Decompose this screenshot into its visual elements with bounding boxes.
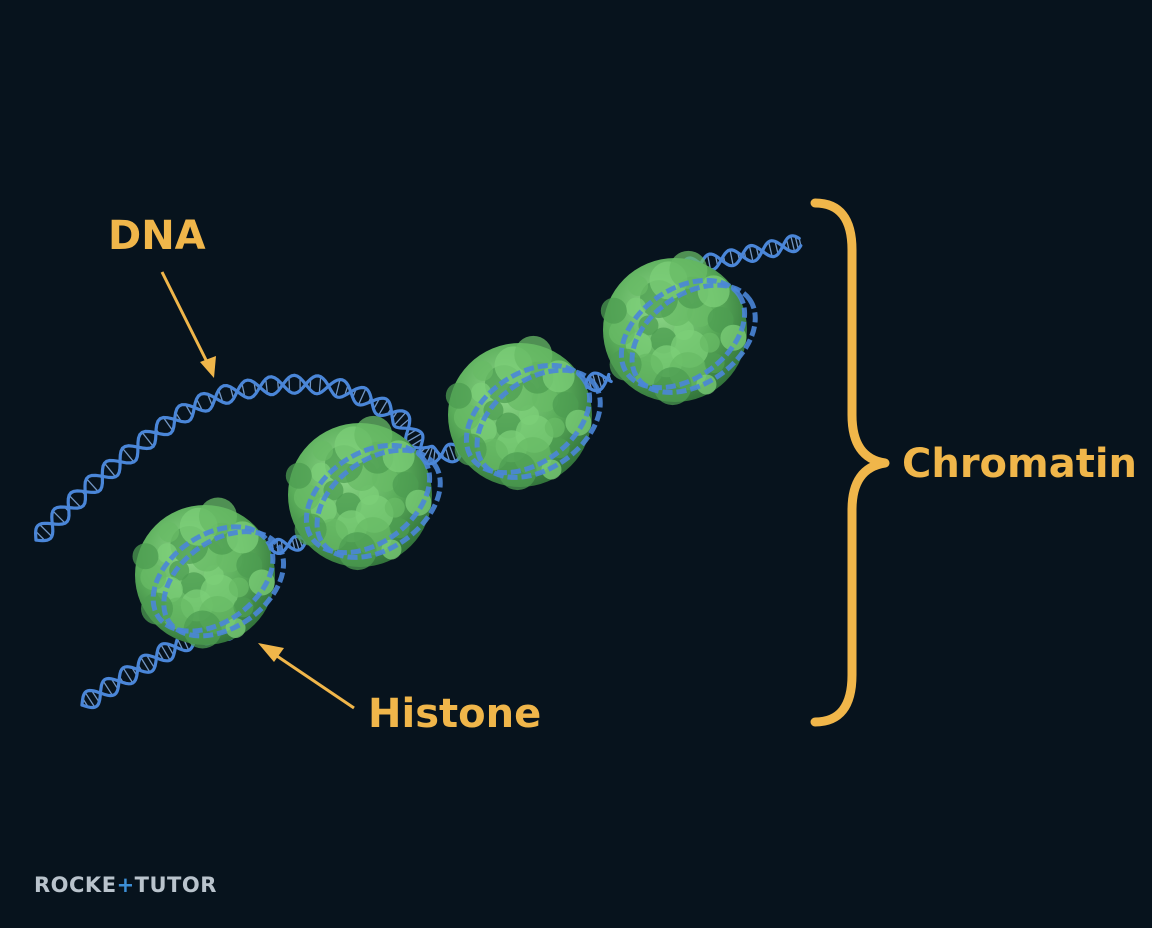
histone-texture bbox=[313, 440, 334, 461]
dna-base-pair bbox=[102, 680, 114, 696]
dna-wrap-loop bbox=[629, 282, 758, 395]
dna-base-pair bbox=[378, 399, 389, 416]
dna-base-pair bbox=[68, 494, 82, 508]
histone-core bbox=[600, 250, 747, 406]
dna-wrap bbox=[150, 524, 287, 639]
histone-texture bbox=[294, 513, 327, 546]
histone-texture bbox=[628, 275, 649, 296]
histone-label: Histone bbox=[368, 691, 542, 737]
histone-texture bbox=[285, 462, 312, 489]
dna-base-pair bbox=[410, 438, 424, 447]
histone-texture bbox=[140, 564, 167, 591]
dna-base-pair bbox=[794, 236, 799, 250]
histone-arrow-icon bbox=[258, 643, 355, 710]
histone-texture bbox=[609, 348, 642, 381]
dna-wrap-loop bbox=[618, 277, 748, 391]
dna-wrap-loop bbox=[161, 529, 287, 639]
chromatin-label: Chromatin bbox=[902, 441, 1138, 487]
curly-brace-icon bbox=[810, 198, 890, 727]
dna-base-pair bbox=[748, 245, 754, 262]
histone-texture bbox=[384, 497, 405, 518]
dna-base-pair bbox=[160, 644, 171, 661]
histone-texture bbox=[198, 497, 237, 536]
histone-texture bbox=[699, 332, 720, 353]
dna-base-pair bbox=[767, 241, 773, 257]
dna-base-pair bbox=[405, 432, 423, 443]
histone-texture bbox=[132, 543, 159, 570]
dna-base-pair bbox=[146, 654, 155, 669]
dna-base-pair bbox=[393, 411, 407, 426]
dna-base-pair bbox=[162, 417, 174, 431]
dna-base-pair bbox=[294, 536, 300, 551]
logo-plus-icon: + bbox=[116, 873, 135, 897]
histone-texture bbox=[183, 610, 222, 649]
brand-logo: ROCKE+TUTOR bbox=[34, 873, 217, 897]
dna-base-pair bbox=[357, 388, 367, 405]
dna-wrap-group bbox=[150, 277, 758, 639]
dna-base-pair bbox=[729, 249, 734, 266]
dna-base-pair bbox=[790, 235, 796, 252]
dna-base-pair bbox=[84, 692, 96, 708]
dna-base-pair bbox=[91, 690, 100, 703]
histone-texture bbox=[544, 417, 565, 438]
dna-base-pair bbox=[140, 657, 151, 673]
dna-arrow-icon bbox=[160, 271, 216, 378]
histone-texture bbox=[454, 433, 487, 466]
dna-base-pair bbox=[448, 444, 456, 462]
histone-texture bbox=[600, 297, 627, 324]
histone-texture bbox=[473, 360, 494, 381]
dna-base-pair bbox=[444, 447, 451, 462]
dna-base-pair bbox=[774, 241, 779, 255]
dna-base-pair bbox=[122, 447, 135, 463]
histone-texture bbox=[405, 489, 432, 516]
dna-label: DNA bbox=[108, 213, 206, 259]
dna-base-pair bbox=[103, 462, 117, 478]
logo-text-right: TUTOR bbox=[134, 873, 217, 897]
dna-base-pair bbox=[52, 510, 66, 524]
histone-texture bbox=[720, 324, 747, 351]
dna-wrap-loop bbox=[474, 367, 603, 480]
dna-base-pair bbox=[398, 418, 411, 429]
dna-wrap bbox=[303, 442, 443, 560]
histone-texture bbox=[445, 382, 472, 409]
dna-wrap-loop bbox=[314, 447, 443, 560]
dna-wrap bbox=[463, 362, 603, 480]
histone-texture bbox=[565, 409, 592, 436]
dna-base-pair bbox=[39, 523, 53, 538]
dna-base-pair bbox=[265, 379, 269, 394]
dna-wrap-loop bbox=[463, 362, 593, 476]
dna-base-pair bbox=[86, 478, 99, 493]
dna-base-pair bbox=[596, 373, 603, 389]
histone-core bbox=[445, 335, 592, 491]
histone-core bbox=[132, 497, 275, 649]
dna-wrap bbox=[618, 277, 758, 395]
histone-texture bbox=[159, 522, 180, 543]
logo-text-left: ROCKE bbox=[34, 873, 117, 897]
dna-wrap-loop bbox=[150, 524, 276, 634]
dna-base-pair bbox=[122, 667, 134, 684]
histone-texture bbox=[228, 577, 249, 598]
dna-base-pair bbox=[318, 376, 322, 394]
dna-base-pair bbox=[141, 431, 154, 447]
dna-wrap-loop bbox=[303, 442, 433, 556]
dna-base-pair bbox=[335, 379, 341, 397]
histone-core bbox=[285, 415, 432, 571]
dna-base-pair bbox=[288, 377, 291, 392]
